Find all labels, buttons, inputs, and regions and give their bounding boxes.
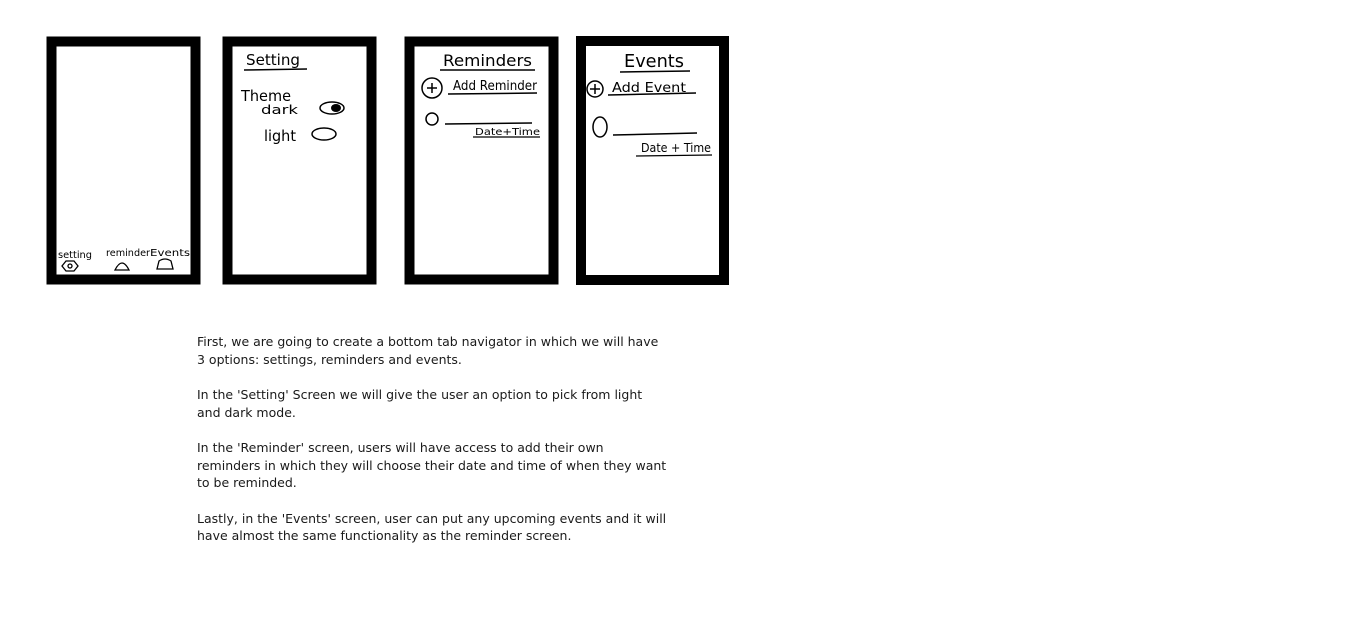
dark-option-label: dark [261,103,298,117]
tab-label-setting: setting [58,250,92,261]
events-title-underline [619,70,691,73]
phone-events-mockup: Events Add Event Date + Time [576,36,729,285]
add-reminder-label: Add Reminder [453,79,538,94]
add-reminder-underline [447,92,538,95]
dark-radio-selected [319,101,345,115]
event-checkbox [592,116,608,138]
phone-home-mockup: setting reminder Events [46,36,201,285]
theme-label: Theme [240,87,291,105]
reminder-checkbox [425,112,439,126]
phone-setting-mockup: Setting Theme dark light [222,36,377,285]
description-paragraph-setting: In the 'Setting' Screen we will give the… [197,387,643,420]
event-datetime-underline [635,154,713,157]
gear-icon [61,260,79,272]
description-notes: First, we are going to create a bottom t… [197,333,667,563]
setting-title: Setting [246,51,300,69]
event-datetime-label: Date + Time [641,141,711,155]
light-radio [311,127,337,141]
bell-icon [113,262,131,271]
wireframe-sketches: setting reminder Events Setting Theme da… [46,36,729,285]
reminder-datetime-label: Date+Time [475,127,540,138]
reminders-title: Reminders [443,51,532,70]
phone-events-frame [576,36,729,285]
tab-label-reminder: reminder [106,248,151,259]
description-paragraph-reminder: In the 'Reminder' screen, users will hav… [197,440,667,490]
add-event-underline [607,92,697,96]
setting-title-underline [243,68,308,71]
reminder-text-line [444,122,533,125]
phone-reminders-frame [404,36,559,285]
phone-setting-frame [222,36,377,285]
event-text-line [612,132,698,136]
events-title: Events [624,51,684,72]
add-event-label: Add Event [612,81,686,96]
phone-reminders-mockup: Reminders Add Reminder Date+Time [404,36,559,285]
plus-icon [586,80,604,98]
plus-icon [421,77,443,99]
phone-home-frame [46,36,201,285]
light-option-label: light [264,127,296,145]
description-paragraph-events: Lastly, in the 'Events' screen, user can… [197,510,667,544]
tab-label-events: Events [150,248,190,259]
calendar-icon [156,258,174,270]
description-paragraph-navigator: First, we are going to create a bottom t… [197,334,659,367]
